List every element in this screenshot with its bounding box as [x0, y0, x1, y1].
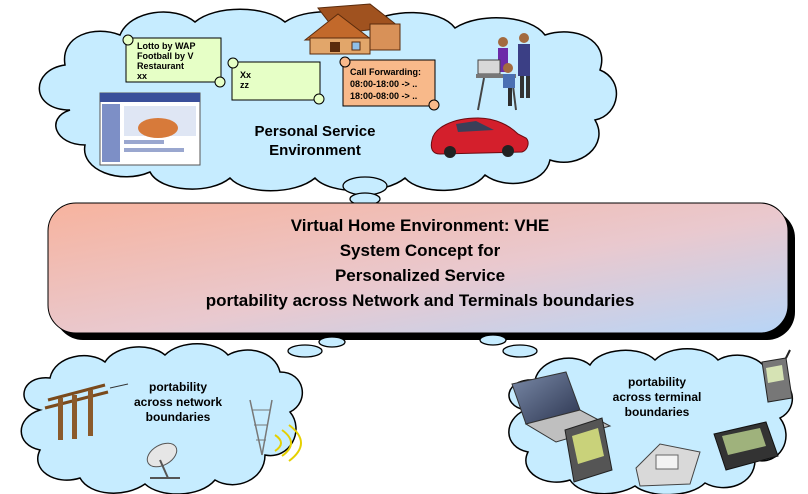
xx-item: zz	[240, 80, 249, 90]
terminal-portability-label: portability across terminal boundaries	[597, 375, 717, 420]
vhe-line: Personalized Service	[334, 266, 506, 285]
call-forwarding-title: Call Forwarding:	[350, 67, 422, 77]
service-item: Lotto by WAP	[137, 41, 196, 51]
personal-service-label-line: Environment	[269, 142, 361, 159]
laptop-image	[511, 371, 612, 443]
service-item: Restaurant	[137, 61, 185, 71]
pda-image	[564, 417, 613, 483]
network-label-line: portability	[148, 380, 207, 394]
network-cloud	[20, 343, 304, 494]
vhe-line: Virtual Home Environment: VHE	[290, 216, 550, 235]
call-forwarding-text: Call Forwarding: 08:00-18:00 -> .. 18:00…	[350, 66, 421, 102]
mobile-phone-image	[761, 349, 793, 403]
terminal-label-line: portability	[627, 375, 686, 389]
services-scroll-text: Lotto by WAP Football by V Restaurant xx	[137, 41, 196, 81]
terminal-label-line: boundaries	[624, 405, 690, 419]
thought-bubble	[318, 336, 346, 348]
thought-bubble	[342, 176, 388, 196]
xx-scroll-text: Xx zz	[240, 70, 251, 90]
vhe-line: System Concept for	[339, 241, 501, 260]
vhe-box	[47, 202, 789, 334]
terminal-label-line: across terminal	[612, 390, 702, 404]
house-image	[303, 3, 401, 55]
call-forwarding-rule: 18:00-08:00 -> ..	[350, 91, 418, 101]
vhe-line: portability across Network and Terminals…	[205, 291, 635, 310]
desk-phone-image	[635, 443, 701, 487]
personal-service-label: Personal Service Environment	[225, 122, 405, 160]
thought-bubble	[502, 344, 538, 358]
network-label-line: across network	[133, 395, 223, 409]
xx-item: Xx	[240, 70, 252, 80]
radio-tower-image	[249, 399, 302, 462]
organizer-image	[713, 421, 779, 471]
network-label-line: boundaries	[145, 410, 211, 424]
website-screenshot-image	[99, 92, 201, 166]
satellite-dish-image	[146, 442, 180, 479]
service-item: xx	[137, 71, 148, 81]
personal-service-label-line: Personal Service	[254, 123, 376, 140]
service-item: Football by V	[137, 51, 194, 61]
call-forwarding-rule: 08:00-18:00 -> ..	[350, 79, 418, 89]
red-car-image	[430, 117, 529, 158]
xx-scroll	[227, 57, 325, 105]
vhe-title: Virtual Home Environment: VHE System Con…	[50, 205, 790, 335]
telephone-poles-image	[44, 383, 129, 440]
network-portability-label: portability across network boundaries	[118, 380, 238, 425]
thought-bubble	[479, 334, 507, 346]
services-scroll	[122, 34, 226, 88]
office-people-image	[476, 33, 530, 111]
call-forwarding-scroll	[339, 56, 440, 111]
thought-bubble	[287, 344, 323, 358]
